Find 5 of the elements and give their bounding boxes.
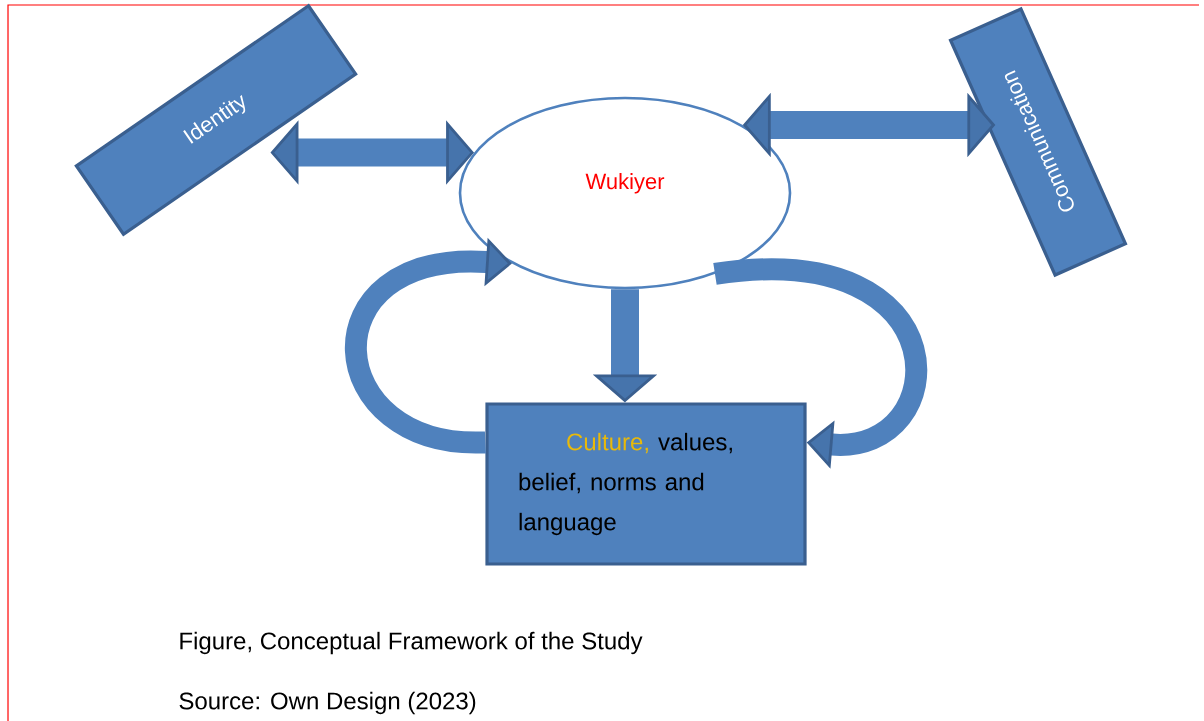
block-arrow [345,237,512,454]
source-note: Source: Own Design (2023) [179,691,476,715]
caption: Figure, Conceptual Framework of the Study [180,631,643,655]
rectangle-box: Culture, values, belief, norms and language [485,402,807,566]
block-arrow [714,258,928,469]
